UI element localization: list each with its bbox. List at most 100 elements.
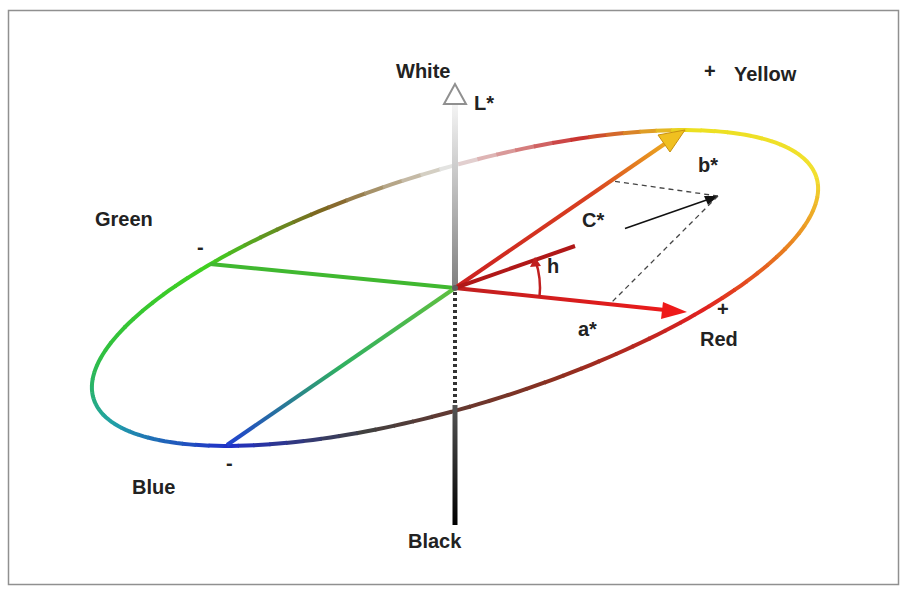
hue-rim-segment	[187, 269, 201, 278]
hue-rim-segment	[722, 290, 735, 299]
hue-rim-segment	[581, 361, 600, 369]
hue-rim-segment	[93, 398, 95, 404]
hue-rim-segment	[816, 177, 817, 183]
hue-rim-segment	[90, 379, 95, 386]
b-projection	[612, 181, 718, 196]
hue-rim-segment	[338, 433, 357, 436]
hue-rim-segment	[175, 278, 188, 287]
black-axis	[453, 405, 458, 525]
hue-rim-segment	[276, 222, 294, 230]
hue-rim-segment	[515, 146, 535, 150]
hue-rim-segment	[809, 210, 813, 218]
hue-rim-segment	[751, 136, 762, 139]
hue-rim-segment	[125, 319, 134, 328]
hue-rim-segment	[807, 161, 812, 166]
axis-label: Blue	[132, 476, 175, 498]
hue-rim-segment	[606, 133, 624, 135]
hue-rim-segment	[588, 135, 607, 137]
hue-rim-segment	[469, 401, 489, 407]
hue-rim-segment	[795, 152, 802, 157]
axis-label: C*	[582, 209, 604, 231]
hue-rim-segment	[286, 441, 304, 443]
hue-rim-segment	[571, 137, 590, 140]
axis-label: Black	[408, 530, 461, 552]
hue-rim-segment	[260, 229, 277, 237]
hue-rim-segment	[244, 237, 261, 245]
hue-rim-segment	[310, 207, 329, 215]
angle-label: h	[547, 255, 559, 277]
hue-rim-segment	[815, 190, 820, 197]
hue-rim-segment	[133, 311, 143, 320]
hue-rim-segment	[799, 225, 805, 233]
hue-rim-segment	[739, 134, 751, 136]
hue-rim-segment	[649, 330, 666, 338]
hue-rim-segment	[238, 443, 255, 448]
hue-rim-segment	[303, 439, 322, 441]
hue-rim-segment	[496, 150, 516, 155]
yellow-arrowhead	[658, 130, 685, 152]
hue-rim-segment	[757, 265, 768, 274]
hue-rim-segment	[215, 253, 231, 262]
blue-axis	[227, 288, 455, 445]
hue-rim-segment	[458, 159, 478, 164]
black-axis-hidden	[453, 292, 457, 405]
hue-rim-segment	[552, 140, 571, 143]
hue-rim-segment	[534, 143, 554, 147]
axis-label: Green	[95, 208, 153, 230]
hue-rim-segment	[356, 429, 376, 433]
hue-rim-segment	[99, 409, 104, 414]
hue-rim-segment	[364, 187, 384, 194]
hue-rim-segment	[111, 335, 118, 343]
hue-rim-segment	[108, 419, 115, 424]
hue-rim-segment	[158, 440, 170, 442]
hue-rim-segment	[101, 350, 106, 358]
hue-rim-segment	[253, 444, 270, 445]
hue-rim-segment	[90, 386, 94, 393]
axis-label: White	[396, 60, 450, 82]
hue-rim-segment	[170, 442, 183, 444]
lightness-axis	[452, 104, 458, 288]
chroma-leader	[625, 200, 708, 229]
chroma-vector	[455, 246, 575, 288]
hue-rim-segment	[526, 382, 546, 389]
hue-rim-segment	[761, 138, 771, 141]
hue-rim-segment	[734, 281, 747, 290]
hue-rim-segment	[686, 128, 701, 132]
hue-rim-segment	[328, 200, 347, 207]
hue-rim-segment	[792, 233, 799, 241]
sign-label: +	[717, 298, 729, 320]
hue-rim-segment	[640, 131, 657, 132]
hue-rim-segment	[412, 417, 432, 422]
hue-rim-segment	[488, 395, 508, 401]
hue-rim-segment	[229, 245, 245, 254]
hue-rim-segment	[293, 214, 311, 222]
hue-rim-segment	[680, 314, 696, 323]
hue-rim-segment	[811, 166, 814, 172]
hue-rim-segment	[801, 156, 807, 161]
origin	[452, 285, 458, 291]
hue-rim-segment	[665, 322, 681, 331]
a-axis-arrow	[455, 288, 665, 310]
hue-rim-segment	[563, 368, 582, 375]
hue-rim-segment	[92, 392, 93, 398]
hue-rim-segment	[94, 365, 97, 373]
hue-rim-segment	[129, 431, 138, 434]
hue-rim-segment	[701, 128, 716, 133]
hue-rim-segment	[421, 169, 441, 175]
hue-rim-segment	[121, 428, 130, 432]
hue-rim-segment	[767, 257, 777, 266]
hue-rim-segment	[477, 154, 497, 159]
hue-rim-segment	[105, 343, 111, 351]
hue-rim-segment	[383, 181, 403, 188]
hue-rim-segment	[804, 218, 809, 226]
axis-label: Yellow	[734, 63, 796, 85]
axis-label: a*	[578, 318, 597, 340]
hue-rim-segment	[776, 249, 785, 258]
hue-rim-segment	[507, 389, 527, 396]
hue-rim-segment	[163, 286, 176, 295]
white-arrowhead	[444, 84, 466, 104]
hue-rim-segment	[152, 294, 164, 303]
red-arrowhead	[661, 302, 687, 319]
hue-rim-segment	[816, 184, 820, 191]
